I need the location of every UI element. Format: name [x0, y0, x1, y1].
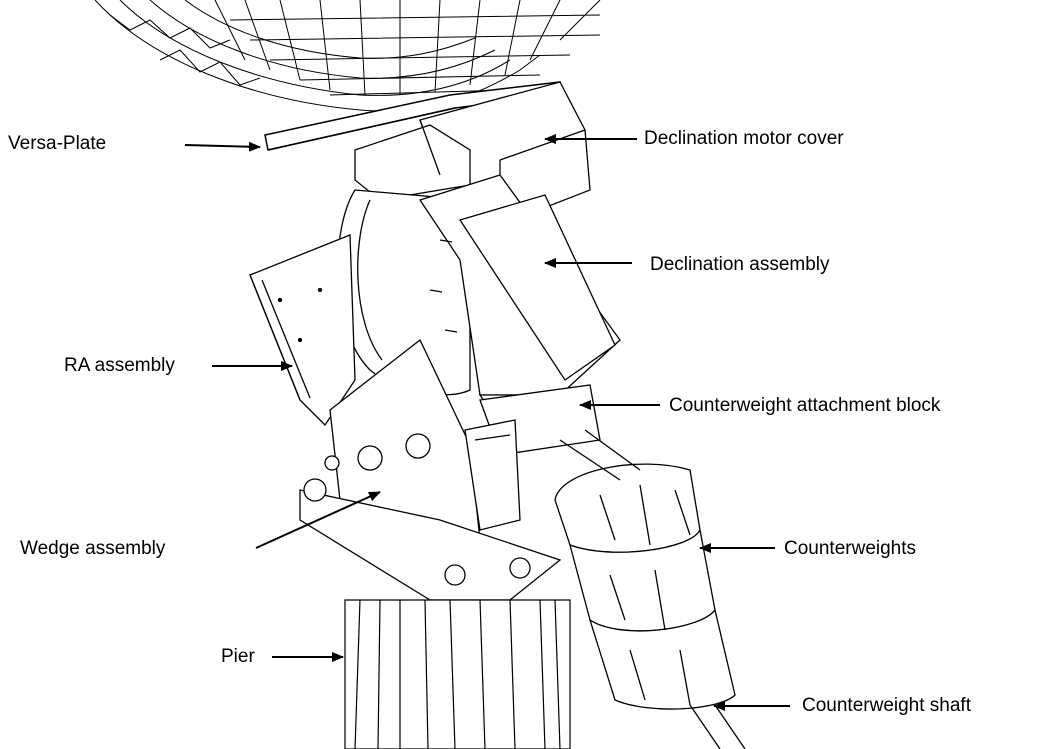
ra-assembly-shape [249, 234, 356, 427]
wedge-assembly-arrow [255, 491, 381, 549]
label-declination-motor-cover: Declination motor cover [644, 128, 844, 149]
label-versa-plate: Versa-Plate [8, 133, 107, 154]
label-counterweight-attachment-block: Counterweight attachment block [669, 395, 941, 416]
label-pier: Pier [221, 646, 255, 667]
versa-plate-arrow [184, 141, 261, 152]
wedge-assembly-shape [299, 338, 562, 601]
pier-shape [344, 599, 571, 749]
label-counterweight-shaft: Counterweight shaft [802, 695, 971, 716]
label-counterweights: Counterweights [784, 538, 917, 559]
counterweight-attachment-block-shape [464, 384, 601, 531]
counterweights-shape [554, 463, 736, 710]
label-wedge-assembly: Wedge assembly [20, 538, 166, 559]
label-declination-assembly: Declination assembly [650, 254, 830, 275]
callout-arrows [184, 134, 790, 711]
counterweight-shaft-shape [559, 429, 746, 749]
label-ra-assembly: RA assembly [64, 355, 175, 376]
